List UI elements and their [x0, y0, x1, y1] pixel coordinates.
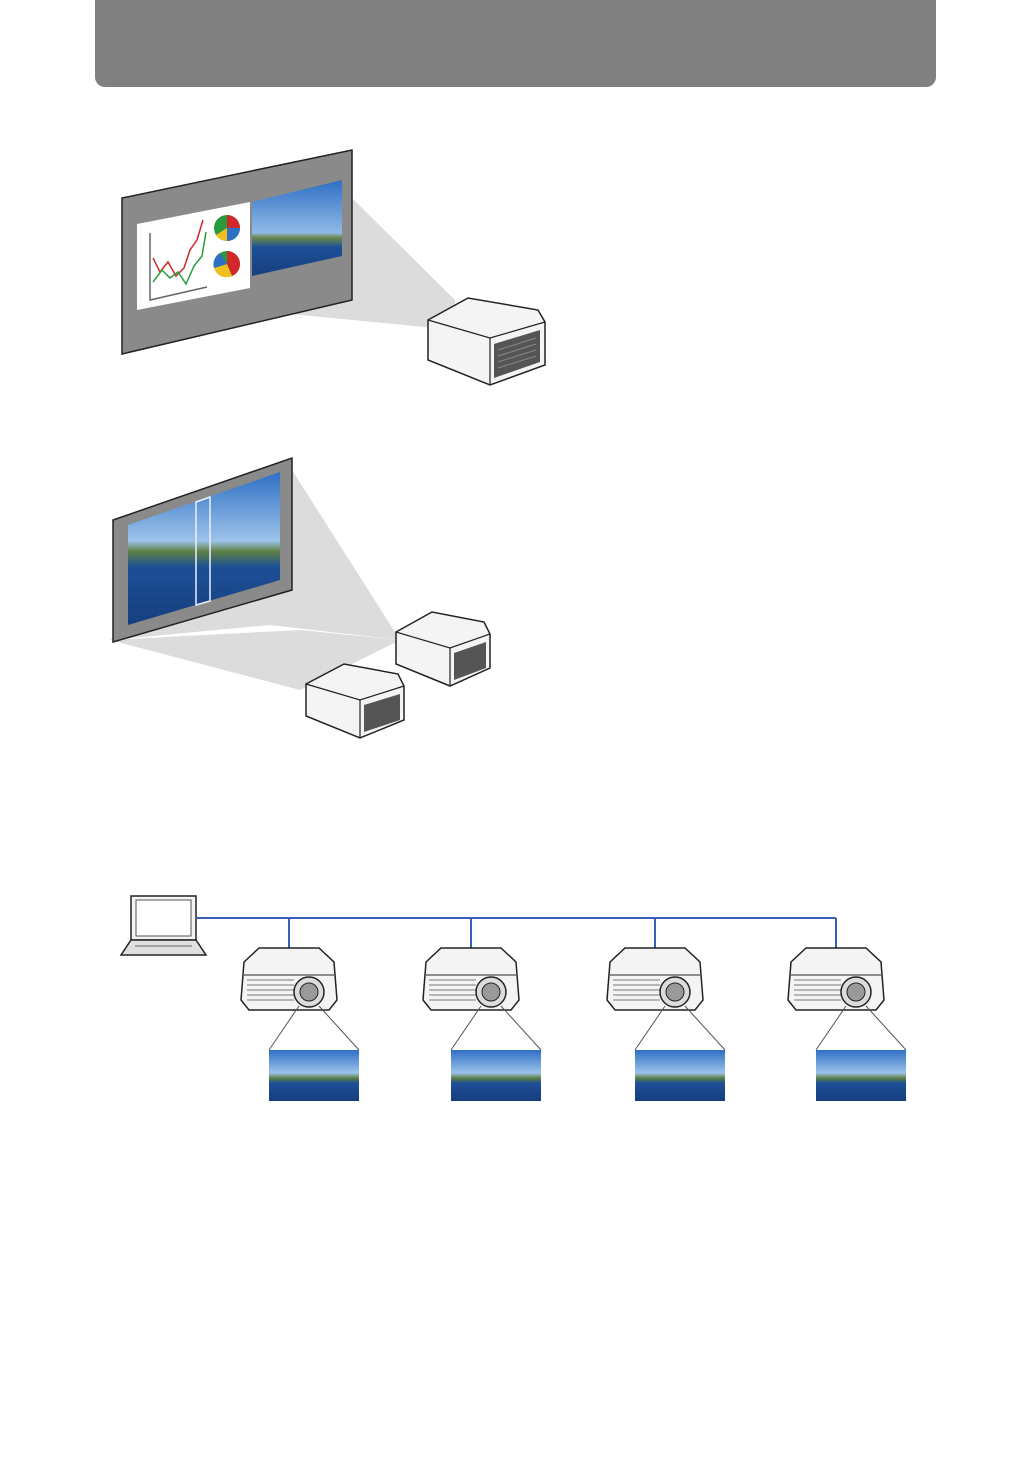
city-photo-icon	[269, 1050, 359, 1101]
beam-line	[685, 1006, 725, 1050]
projector-icon	[423, 918, 541, 1101]
figure-pip-projection	[0, 140, 1032, 410]
beam-line	[635, 1006, 665, 1050]
pie-chart-icon	[213, 251, 240, 277]
beam-line	[319, 1006, 359, 1050]
projector-icon	[241, 918, 359, 1101]
beam-line	[451, 1006, 481, 1050]
projector-icon	[396, 612, 490, 686]
projector-icon	[607, 918, 725, 1101]
pie-chart-icon	[214, 215, 240, 241]
figure-network-multi-projector	[0, 880, 1032, 1110]
laptop-icon	[121, 896, 206, 955]
figure-edge-blending	[0, 450, 1032, 750]
projector-icon	[428, 298, 545, 385]
beam-line	[866, 1006, 906, 1050]
city-photo-icon	[451, 1050, 541, 1101]
beam-line	[816, 1006, 846, 1050]
beam-line	[501, 1006, 541, 1050]
projector-icon	[788, 918, 906, 1101]
header-band	[95, 0, 936, 87]
city-photo-icon	[635, 1050, 725, 1101]
beam-line	[269, 1006, 299, 1050]
city-photo-icon	[816, 1050, 906, 1101]
